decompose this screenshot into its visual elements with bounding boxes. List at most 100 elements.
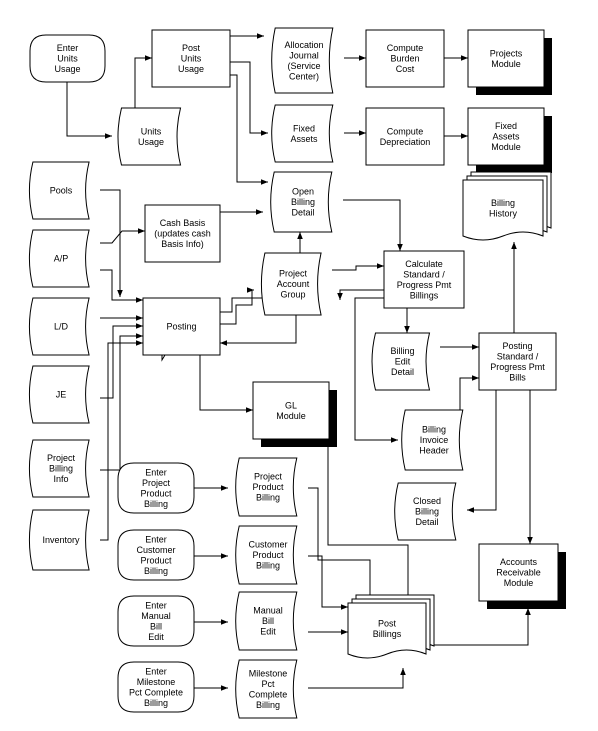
ld-node: L/D: [28, 297, 90, 356]
connector-29: [459, 375, 479, 410]
connector-18: [100, 340, 143, 541]
connector-1: [66, 82, 112, 139]
connector-20: [220, 287, 254, 325]
connector-24: [332, 263, 384, 271]
connector-11: [100, 189, 123, 297]
connector-25: [337, 289, 384, 300]
connector-31: [467, 390, 497, 513]
connector-28: [354, 297, 398, 443]
connector-17: [100, 333, 143, 471]
connector-2: [134, 55, 152, 108]
pools-node: Pools: [28, 161, 90, 220]
ld-label: L/D: [54, 322, 69, 332]
connector-23: [199, 355, 253, 413]
connector-16: [100, 323, 143, 399]
je-node: JE: [28, 365, 90, 424]
connector-41: [325, 440, 409, 603]
connector-22: [220, 315, 297, 346]
connector-42: [426, 608, 531, 646]
connector-40: [308, 668, 406, 689]
connector-37: [308, 487, 373, 603]
connector-10: [343, 199, 403, 251]
posting-node: Posting: [142, 297, 221, 356]
connector-4: [230, 61, 268, 136]
connector-12: [100, 228, 145, 244]
posting-label: Posting: [166, 322, 196, 332]
connector-5: [230, 74, 268, 185]
inventory-label: Inventory: [42, 535, 80, 545]
ap-label: A/P: [54, 254, 69, 264]
connector-38: [308, 555, 348, 610]
je-label: JE: [56, 390, 67, 400]
ap-node: A/P: [28, 229, 90, 288]
inventory-node: Inventory: [28, 509, 90, 571]
pools-label: Pools: [50, 186, 73, 196]
flow-connectors: [66, 33, 533, 691]
connector-14: [100, 269, 143, 303]
